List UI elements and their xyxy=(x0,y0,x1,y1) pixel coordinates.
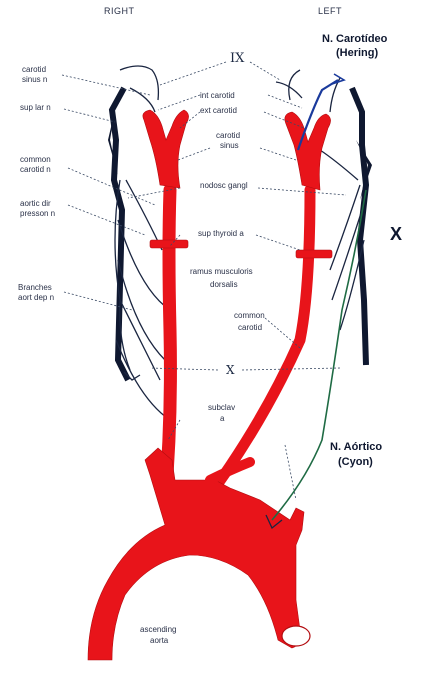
common-carotid-n-label-1: common xyxy=(20,155,51,164)
carotid-sinus-n-label-2: sinus n xyxy=(22,75,47,84)
right-carotid-arteries xyxy=(143,110,189,500)
nodose-ganglion-label: nodosc gangl xyxy=(200,181,248,190)
aortic-arch xyxy=(88,448,310,660)
ramus-label-2: dorsalis xyxy=(210,280,238,289)
common-carotid-label-2: carotid xyxy=(238,323,262,332)
branches-label-2: aort dep n xyxy=(18,293,54,302)
aortic-nerve-name: N. Aórtico xyxy=(330,441,382,453)
right-side-header: RIGHT xyxy=(104,6,135,16)
x-nerve-mid-label: X xyxy=(226,363,235,377)
aortic-dep-label-1: aortic dir xyxy=(20,199,51,208)
sup-lar-n-label: sup lar n xyxy=(20,103,51,112)
common-carotid-label-1: common xyxy=(234,311,265,320)
carotid-nerve-eponym: (Hering) xyxy=(336,47,379,59)
subclavian-label-2: a xyxy=(220,414,225,423)
common-carotid-n-label-2: carotid n xyxy=(20,165,51,174)
ascending-aorta-label-1: ascending xyxy=(140,625,176,634)
branches-label-1: Branches xyxy=(18,283,52,292)
ext-carotid-label: ext carotid xyxy=(200,106,237,115)
left-side-header: LEFT xyxy=(318,6,342,16)
aortic-nerve-eponym: (Cyon) xyxy=(338,456,373,468)
aortic-dep-label-2: presson n xyxy=(20,209,55,218)
x-nerve-side-label: X xyxy=(390,224,402,244)
aortic-depressor-nerve xyxy=(266,190,366,528)
ix-nerve-label: IX xyxy=(230,51,245,66)
carotid-nerve-name: N. Carotídeo xyxy=(322,33,388,45)
carotid-sinus-n-label-1: carotid xyxy=(22,65,46,74)
ascending-aorta-label-2: aorta xyxy=(150,636,169,645)
sup-thyroid-label: sup thyroid a xyxy=(198,229,244,238)
subclavian-label-1: subclav xyxy=(208,403,235,412)
ramus-label-1: ramus musculoris xyxy=(190,267,253,276)
int-carotid-label: int carotid xyxy=(200,91,235,100)
carotid-sinus-label-1: carotid xyxy=(216,131,240,140)
carotid-sinus-label-2: sinus xyxy=(220,141,239,150)
